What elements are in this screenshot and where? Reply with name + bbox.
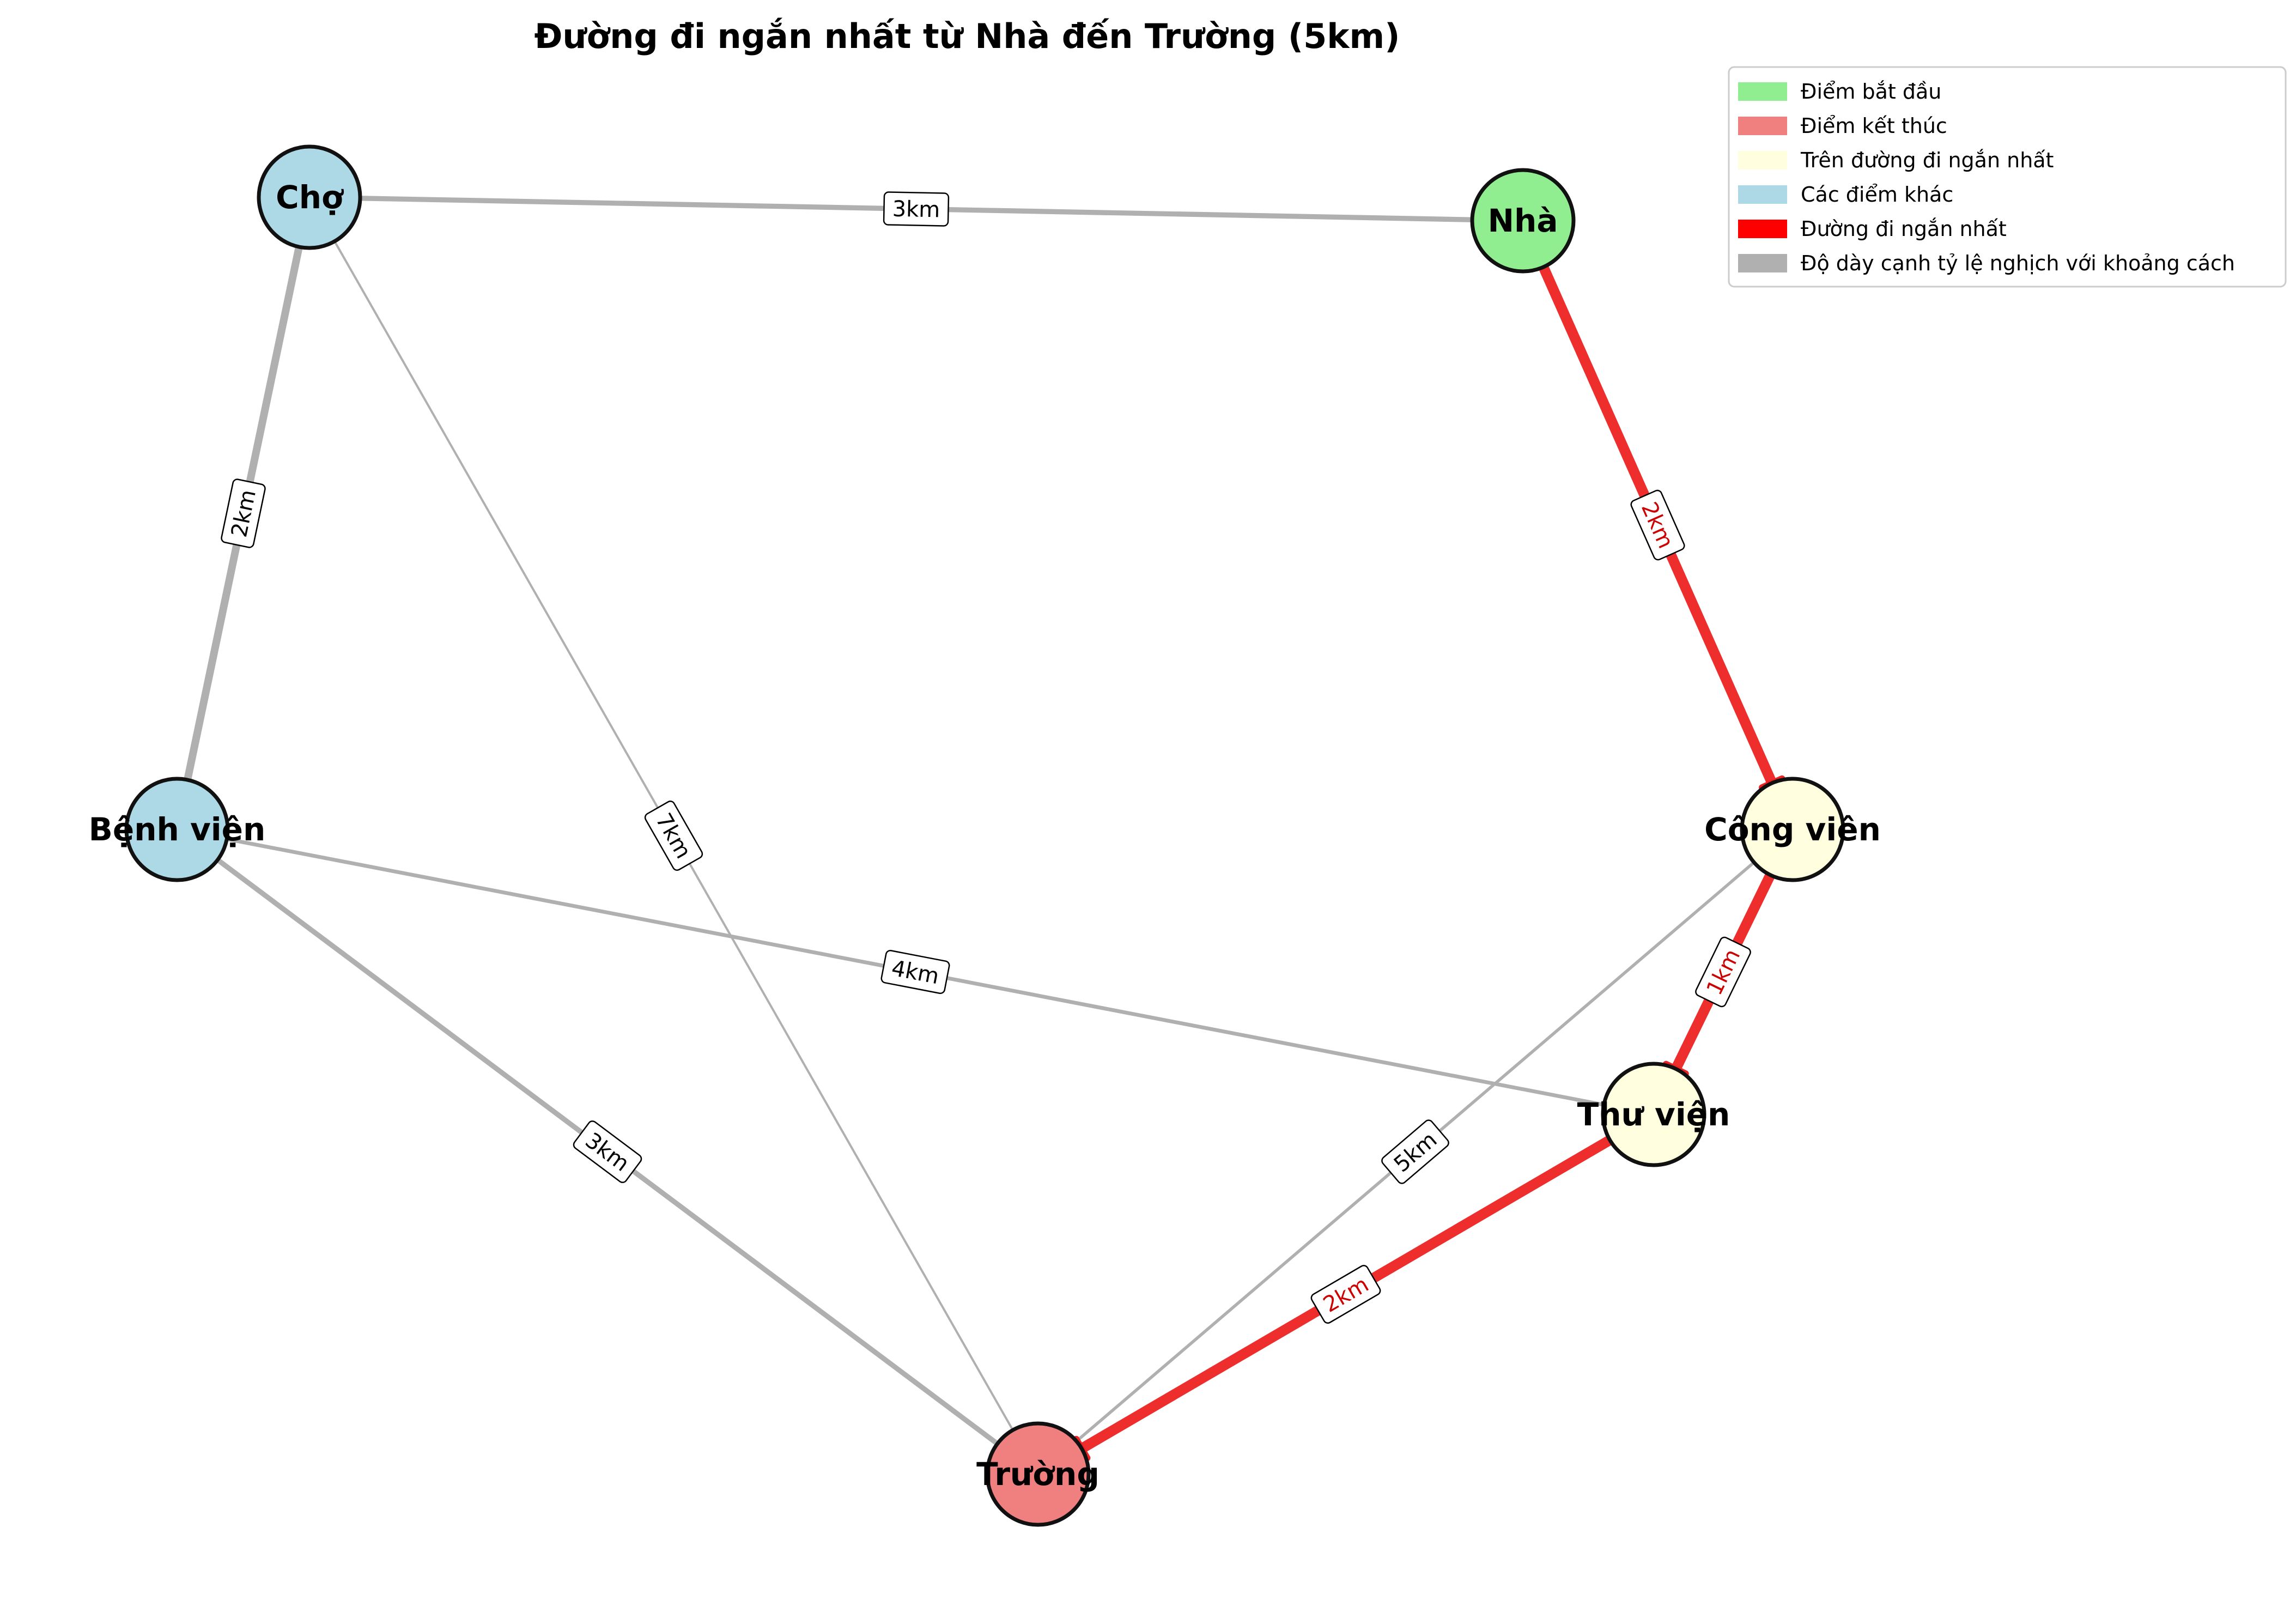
legend-swatch: [1738, 254, 1787, 272]
edge-label-box: [1695, 936, 1751, 1008]
edge-label-box: [883, 191, 950, 227]
node-nha: [1470, 168, 1576, 274]
graph-title: Đường đi ngắn nhất từ Nhà đến Trường (5k…: [534, 16, 1400, 56]
legend-label: Các điểm khác: [1801, 183, 1953, 207]
edge-label-box: [1630, 489, 1685, 561]
legend-swatch: [1738, 82, 1787, 101]
edge-label-box: [573, 1120, 642, 1183]
node-label-congvien: Công viên: [1704, 811, 1881, 848]
edge-label-box: [1310, 1265, 1381, 1324]
edge-labels-layer: 3km 2km 7km 4km 3km 5km 2km 1km 2km: [221, 191, 1751, 1324]
edge-label-congvien-truong: 5km: [1381, 1119, 1449, 1184]
edge-label-thuvien-truong: 2km: [1310, 1265, 1381, 1324]
node-benhvien: [124, 777, 230, 882]
node-label-cho: Chợ: [276, 179, 344, 216]
legend-swatch: [1738, 185, 1787, 204]
node-label-benhvien: Bệnh viện: [89, 811, 266, 848]
edge-label-congvien-thuvien: 1km: [1695, 936, 1751, 1008]
edge-label-benhvien-truong: 3km: [573, 1120, 642, 1183]
edge-label-cho-truong: 7km: [644, 801, 703, 871]
edge-label-box: [644, 801, 703, 871]
node-label-thuvien: Thư viện: [1577, 1096, 1730, 1133]
edge-label-cho-benhvien: 2km: [221, 478, 266, 548]
legend-label: Độ dày cạnh tỷ lệ nghịch với khoảng cách: [1801, 251, 2235, 275]
legend-swatch: [1738, 151, 1787, 169]
edge-label-benhvien-thuvien: 4km: [880, 949, 950, 995]
legend-label: Điểm bắt đầu: [1801, 80, 1941, 104]
node-label-truong: Trường: [976, 1456, 1100, 1493]
node-label-nha: Nhà: [1488, 202, 1558, 239]
node-congvien: [1740, 777, 1845, 882]
legend-swatch: [1738, 117, 1787, 135]
edge-label-box: [221, 478, 266, 548]
edge-label-box: [880, 949, 950, 995]
edge-label-text: 3km: [892, 197, 940, 223]
node-cho: [257, 144, 362, 250]
legend-label: Trên đường đi ngắn nhất: [1800, 148, 2054, 172]
legend-frame: [1728, 66, 2287, 288]
legend-label: Điểm kết thúc: [1801, 114, 1947, 138]
legend-label: Đường đi ngắn nhất: [1801, 217, 2007, 241]
legend-swatch: [1738, 220, 1787, 238]
edge-label-cho-nha: 3km: [883, 191, 950, 227]
edges-layer: [173, 193, 1798, 1480]
edge-label-nha-congvien: 2km: [1630, 489, 1685, 561]
node-truong: [985, 1421, 1091, 1527]
edge-label-box: [1381, 1119, 1449, 1184]
node-thuvien: [1601, 1062, 1706, 1167]
